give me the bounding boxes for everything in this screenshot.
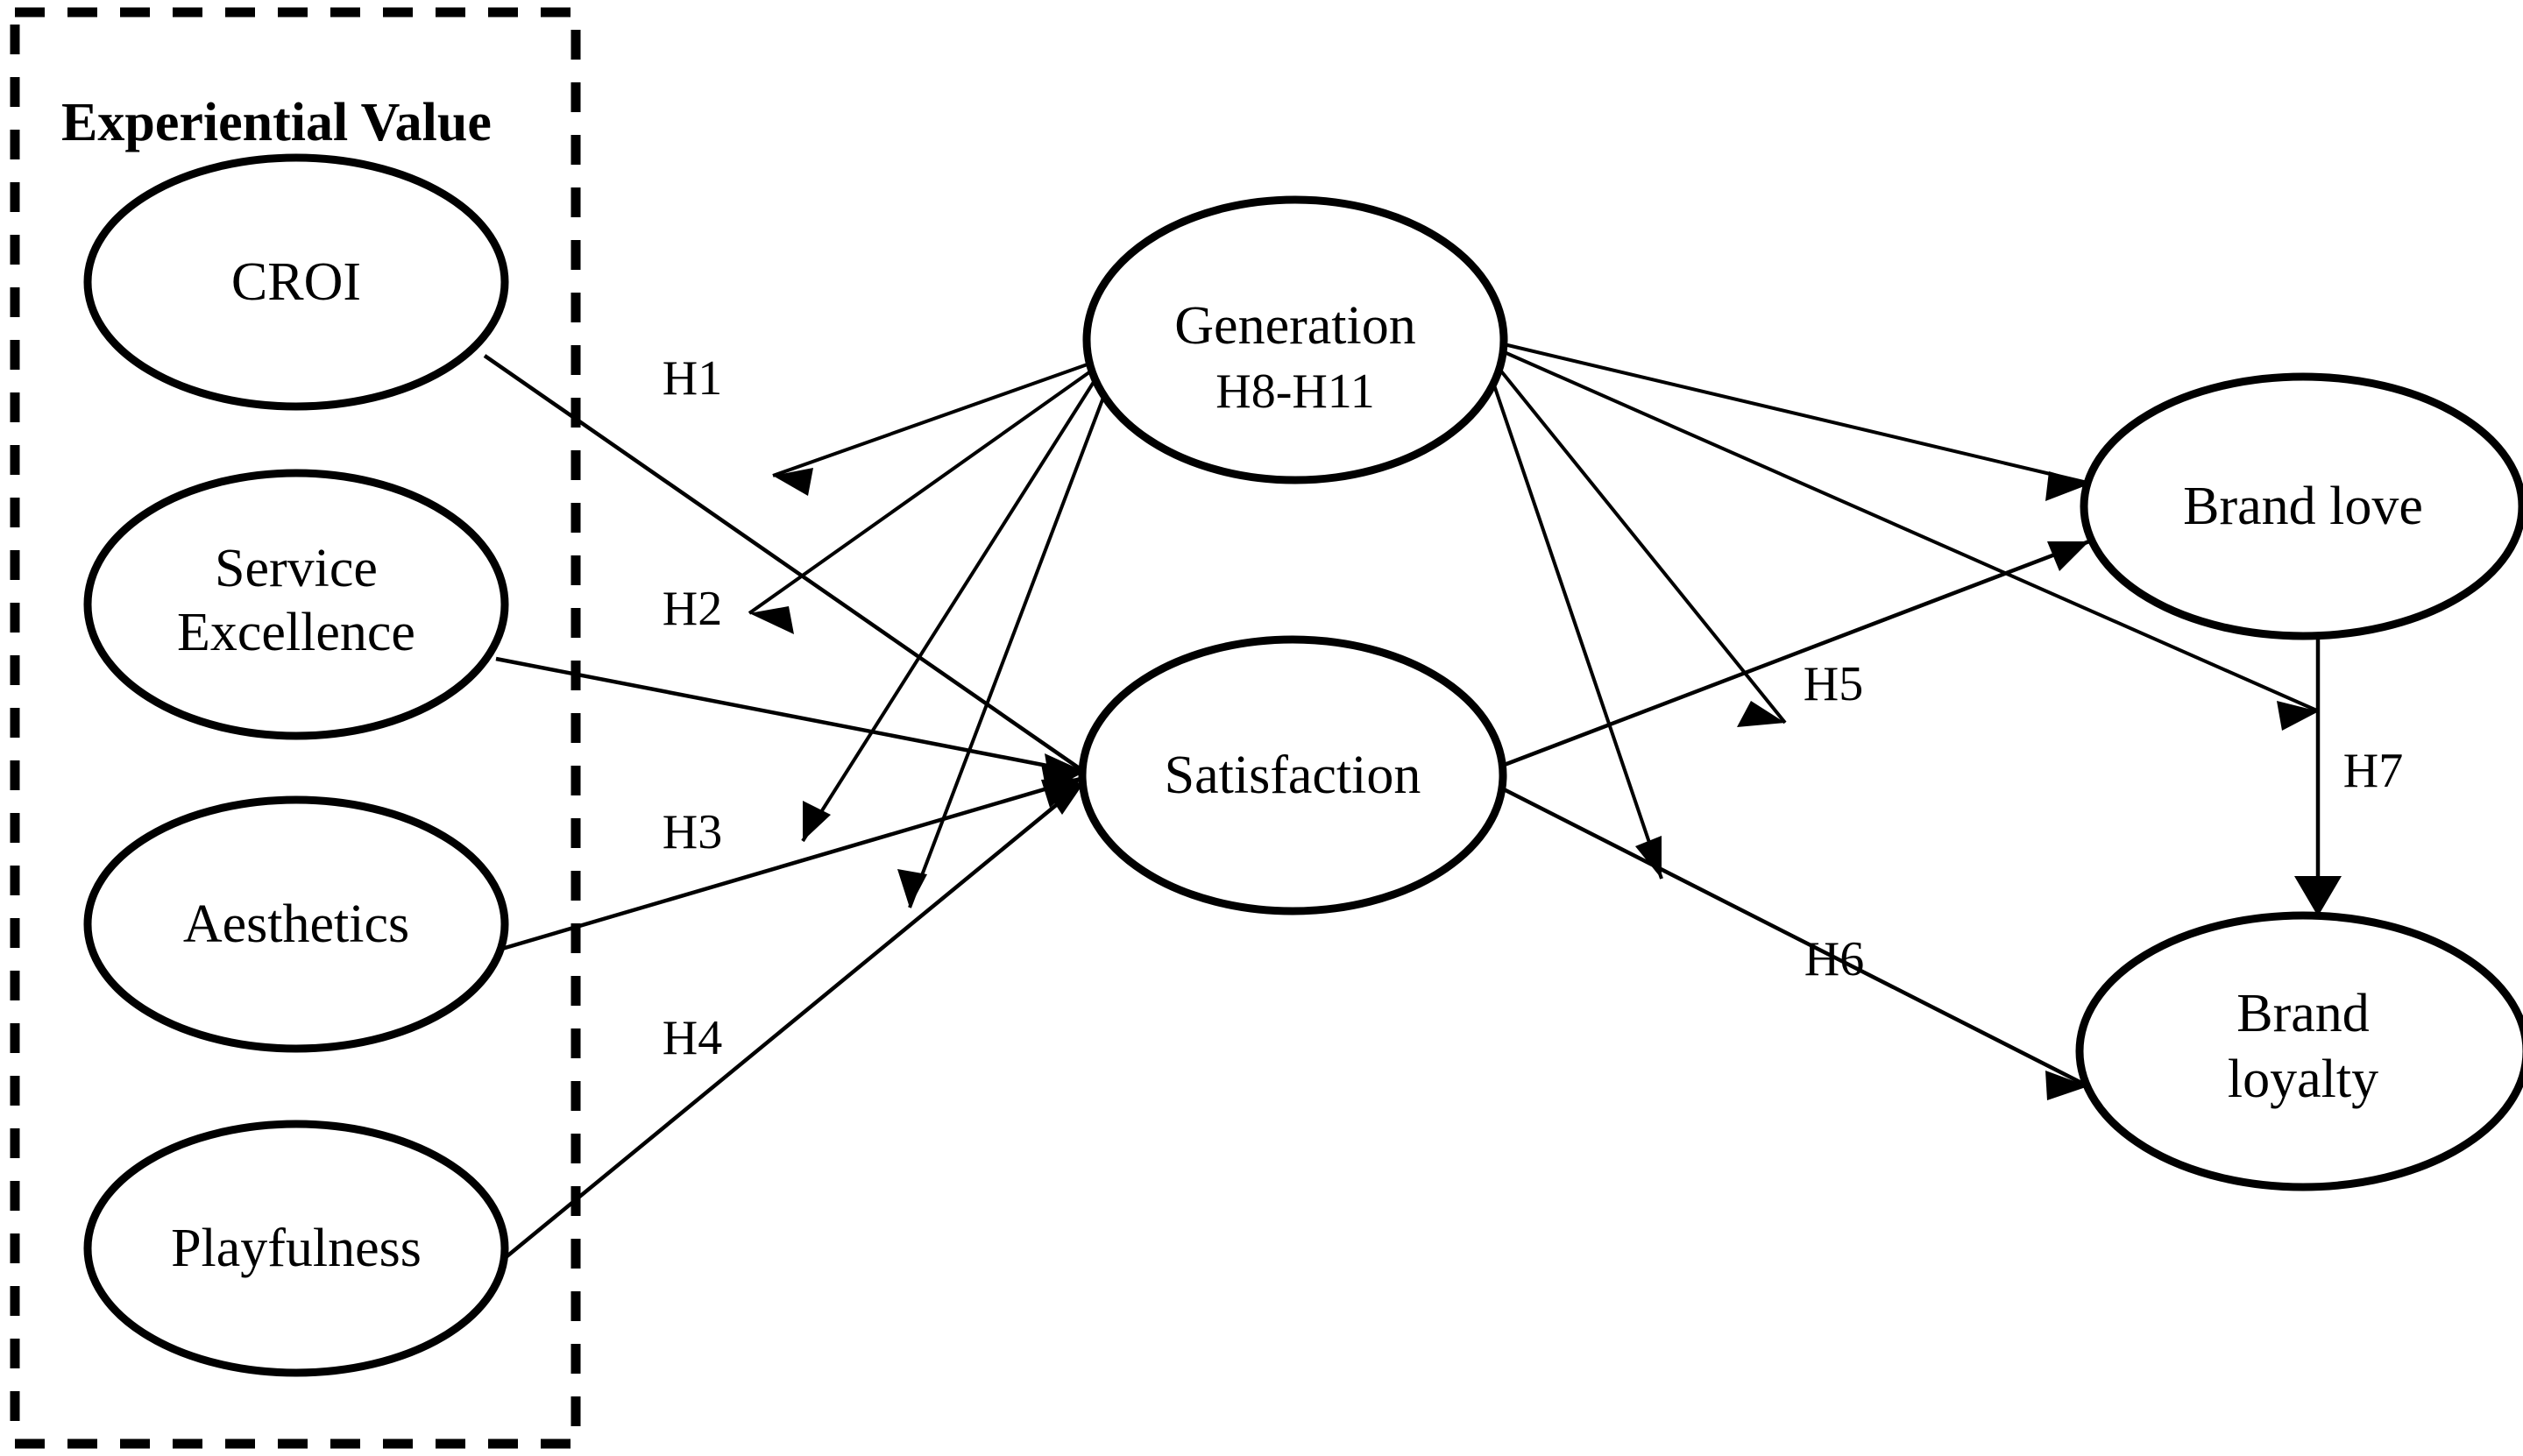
hypothesis-label-h3: H3 [663,805,722,859]
edge-generation-moderates-h2 [748,366,1097,634]
edge-generation-moderates-h6 [1488,371,1663,880]
node-aesthetics[interactable]: Aesthetics [83,795,509,1053]
generation-ellipse[interactable] [1082,195,1508,484]
edge-generation-moderates-h7 [1499,349,2320,731]
node-service-excellence[interactable]: Service Excellence [83,469,509,740]
edge-h4 [483,780,1087,1276]
edge-generation-to-brand-love [1499,342,2092,501]
playfulness-label: Playfulness [171,1219,422,1278]
edge-h7 [2294,633,2342,916]
experiential-value-group-box [10,7,581,1449]
brand-loyalty-label-line1: Brand [2236,984,2370,1043]
edge-layer [483,342,2342,1276]
playfulness-ellipse[interactable] [83,1120,509,1377]
service-excellence-label-line1: Service [215,539,378,598]
edge-generation-moderates-h1 [772,359,1098,496]
croi-ellipse[interactable] [83,153,509,411]
hypothesis-label-h4: H4 [663,1011,722,1065]
hypothesis-label-h2: H2 [663,582,722,636]
satisfaction-ellipse[interactable] [1078,635,1507,915]
service-excellence-ellipse[interactable] [83,469,509,740]
experiential-value-group-title: Experiential Value [61,93,492,152]
hypothesis-label-h7: H7 [2343,744,2403,798]
node-playfulness[interactable]: Playfulness [83,1120,509,1377]
edge-generation-moderates-h5 [1493,362,1787,727]
edge-h3 [495,775,1084,953]
edge-h5 [1501,539,2090,768]
service-excellence-label-line2: Excellence [177,603,415,662]
hypothesis-label-layer: H1 H2 H3 H4 H5 H6 H7 [663,351,2403,1065]
node-brand-love[interactable]: Brand love [2080,372,2523,640]
croi-label: CROI [231,252,361,312]
hypothesis-label-h6: H6 [1804,932,1864,986]
edge-generation-moderates-h4 [897,376,1113,908]
satisfaction-label: Satisfaction [1165,746,1421,805]
generation-label: Generation [1174,296,1415,356]
hypothesis-label-h1: H1 [663,351,722,406]
aesthetics-label: Aesthetics [183,894,409,954]
edge-h6 [1500,786,2090,1100]
generation-hypothesis-range-label: H8-H11 [1215,364,1374,419]
brand-loyalty-label-line2: loyalty [2228,1050,2378,1109]
node-layer: CROI Service Excellence Aesthetics Playf… [83,153,2523,1377]
node-satisfaction[interactable]: Satisfaction [1078,635,1507,915]
node-brand-loyalty[interactable]: Brand loyalty [2075,911,2523,1191]
node-croi[interactable]: CROI [83,153,509,411]
brand-love-ellipse[interactable] [2080,372,2523,640]
hypothesis-label-h5: H5 [1804,657,1863,711]
brand-love-label: Brand love [2183,477,2423,536]
aesthetics-ellipse[interactable] [83,795,509,1053]
edge-generation-moderates-h3 [801,371,1102,843]
brand-loyalty-ellipse[interactable] [2075,911,2523,1191]
node-generation[interactable]: Generation H8-H11 [1082,195,1508,484]
